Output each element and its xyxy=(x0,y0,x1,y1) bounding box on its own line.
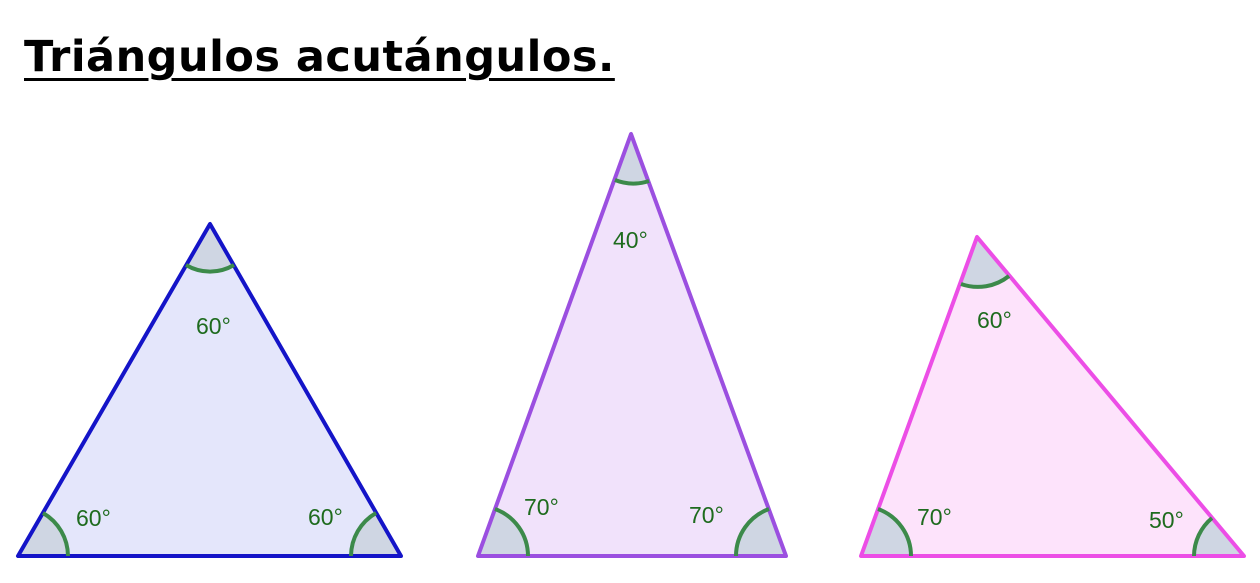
triangle-1-outline xyxy=(16,222,403,558)
triangle-2-left-angle-label: 70° xyxy=(524,494,559,520)
triangle-2-outline xyxy=(476,132,788,558)
triangle-3-outline xyxy=(859,235,1246,558)
triangle-1-shape xyxy=(18,224,401,556)
triangle-2-right-angle-arc xyxy=(734,507,770,557)
triangle-3-left-angle-sector xyxy=(861,509,911,556)
triangle-1-right-angle-arc xyxy=(349,511,378,557)
triangle-1-left-angle-label: 60° xyxy=(76,505,111,531)
triangle-2-right-angle-sector xyxy=(736,509,786,556)
triangle-1-apex-angle-sector xyxy=(186,224,234,272)
triangle-3-left-angle-arc xyxy=(877,507,913,557)
triangle-equilateral: 60° 60° 60° xyxy=(16,222,403,558)
triangle-2-left-angle-sector xyxy=(478,509,528,556)
triangle-1-left-angle-arc xyxy=(41,511,70,557)
page-title: Triángulos acutángulos. xyxy=(24,32,615,82)
triangle-3-apex-angle-label: 60° xyxy=(977,307,1012,333)
triangle-3-right-angle-label: 50° xyxy=(1149,507,1184,533)
triangle-1-apex-angle-label: 60° xyxy=(196,313,231,339)
triangle-3-right-angle-sector xyxy=(1194,518,1244,556)
triangle-1-right-angle-label: 60° xyxy=(308,504,343,530)
triangle-3-apex-angle-arc xyxy=(960,274,1011,289)
triangle-2-apex-angle-arc xyxy=(614,178,650,186)
triangle-isosceles: 40° 70° 70° xyxy=(476,132,788,558)
triangle-3-left-angle-label: 70° xyxy=(917,504,952,530)
triangle-1-apex-angle-arc xyxy=(184,263,236,274)
triangle-3-shape xyxy=(861,237,1244,556)
triangle-2-shape xyxy=(478,134,786,556)
triangle-3-right-angle-arc xyxy=(1192,516,1214,557)
triangle-2-apex-angle-label: 40° xyxy=(613,227,648,253)
triangle-scalene: 60° 70° 50° xyxy=(859,235,1246,558)
triangle-2-right-angle-label: 70° xyxy=(689,502,724,528)
triangle-2-left-angle-arc xyxy=(494,507,530,557)
triangle-2-apex-angle-sector xyxy=(615,134,649,184)
